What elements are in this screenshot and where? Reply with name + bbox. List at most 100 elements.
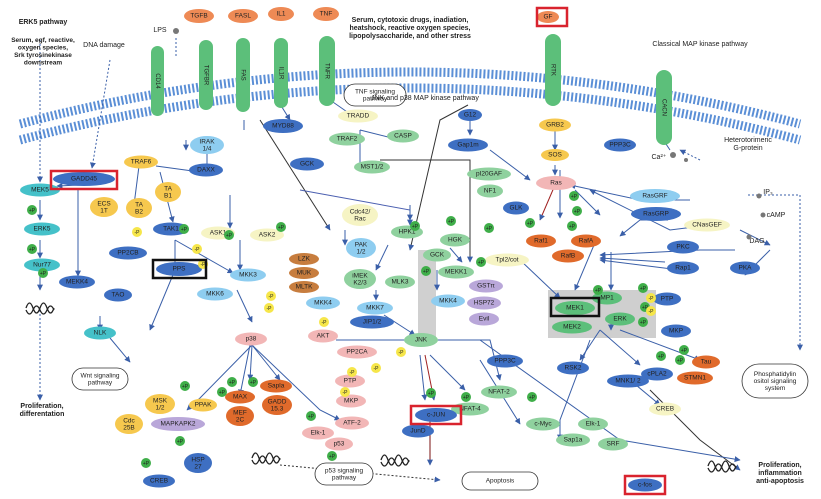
node-mkk4_l-text: MKK4 — [314, 300, 332, 307]
edge — [619, 219, 668, 237]
node-grb2-text: GRB2 — [546, 122, 564, 129]
edge — [574, 244, 595, 291]
node-ppak: PPAK — [189, 398, 217, 412]
node-p38: p38 — [235, 332, 267, 346]
node-tradd: TRADD — [338, 109, 378, 123]
edge — [748, 194, 803, 351]
node-mp1-text: MP1 — [600, 295, 614, 302]
node-mkk7: MKK7 — [357, 301, 393, 315]
svg-text:+P: +P — [423, 269, 430, 275]
svg-text:+P: +P — [640, 286, 647, 292]
node-rap1-text: Rap1 — [675, 265, 691, 272]
node-cdc42: Cdc42/Rac — [342, 204, 378, 226]
node-mst12-text: MST1/2 — [361, 164, 384, 171]
phosphorylation-marker: +P — [679, 345, 689, 355]
node-erk-text: ERK — [613, 316, 627, 323]
node-ptp_r: PTP — [653, 292, 681, 306]
phosphorylation-marker: +P — [224, 230, 234, 240]
node-daxx-text: DAXX — [197, 167, 215, 174]
node-grb2: GRB2 — [539, 118, 571, 132]
receptor-tnfr-text: TNFR — [323, 63, 329, 80]
edge — [149, 240, 176, 331]
label-erk5_stimuli: Serum, egf, reactive,oxygen species,Srk … — [11, 37, 75, 66]
node-mkk3-text: MKK3 — [239, 272, 257, 279]
node-mltk-text: MLTK — [296, 284, 314, 291]
svg-text:+P: +P — [329, 454, 336, 460]
svg-text:-P: -P — [322, 320, 328, 326]
node-stmn1: STMN1 — [677, 371, 713, 385]
node-pps: PPS — [156, 262, 202, 276]
svg-text:+P: +P — [529, 395, 536, 401]
node-nlk: NLK — [84, 326, 116, 340]
gene-icon-jun — [380, 454, 410, 466]
node-srf: SRF — [598, 437, 628, 451]
node-hsp72-text: HSP72 — [474, 300, 495, 307]
node-sos: SOS — [541, 149, 569, 161]
label-dna_damage: DNA damage — [83, 42, 125, 49]
node-gstpi: GSTπ — [469, 279, 503, 293]
node-creb_l-text: CREB — [150, 478, 168, 485]
node-pi20gaf-text: pI20GAF — [476, 171, 502, 178]
node-glk-text: GLK — [509, 205, 523, 212]
node-traf6: TRAF6 — [124, 155, 158, 169]
svg-text:+P: +P — [143, 461, 150, 467]
node-gf: GF — [537, 11, 559, 23]
node-cnasgef: CNasGEF — [684, 218, 730, 232]
edge — [89, 59, 111, 169]
dephosphorylation-marker: -P — [347, 367, 357, 377]
node-raf1: Raf1 — [526, 234, 556, 248]
lps-ligand-icon — [173, 28, 179, 34]
node-muk: MUK — [289, 267, 319, 279]
dephosphorylation-marker: -P — [192, 244, 202, 254]
svg-text:+P: +P — [177, 439, 184, 445]
edge — [375, 244, 389, 271]
node-jnk-text: JNK — [415, 337, 428, 344]
edge — [259, 119, 331, 231]
node-mnk: MNK1/ 2 — [607, 374, 649, 388]
node-gck-text: GCK — [300, 161, 315, 168]
svg-text:+P: +P — [595, 288, 602, 294]
node-cpla2-text: cPLA2 — [647, 371, 667, 378]
receptor-rtk: RTK — [545, 34, 561, 106]
node-tau-text: Tau — [701, 359, 712, 366]
node-gadd45-text: GADD45 — [71, 176, 97, 183]
node-tnf: TNF — [313, 7, 339, 21]
node-max-text: MAX — [233, 394, 248, 401]
ca-label: Ca²⁺ — [652, 154, 667, 161]
svg-text:+P: +P — [29, 247, 36, 253]
highlight-gf — [535, 6, 569, 28]
receptor-fas: FAS — [236, 38, 250, 112]
node-ppp3c_top-text: PPP3C — [609, 142, 631, 149]
edge — [429, 354, 466, 391]
node-mek1-text: MEK1 — [566, 305, 584, 312]
node-ppp3c_mid-text: PPP3C — [494, 358, 516, 365]
node-traf2-text: TRAF2 — [337, 136, 358, 143]
node-jip: JIP1/2 — [350, 315, 394, 329]
svg-text:+P: +P — [428, 391, 435, 397]
svg-text:-P: -P — [269, 294, 275, 300]
node-stmn1-text: STMN1 — [684, 375, 706, 382]
node-gstpi-text: GSTπ — [477, 283, 495, 290]
node-pp2ca-text: PP2CA — [346, 349, 368, 356]
node-nur77-text: Nur77 — [33, 262, 51, 269]
node-rsk2: RSK2 — [557, 361, 589, 375]
phosphorylation-marker: +P — [484, 223, 494, 233]
node-ras: Ras — [536, 176, 576, 190]
node-pp2cb-text: PP2CB — [117, 250, 138, 257]
node-rasgrf-text: RasGRF — [642, 193, 667, 200]
dephosphorylation-marker: -P — [396, 347, 406, 357]
svg-text:+P: +P — [677, 358, 684, 364]
node-akt: AKT — [308, 329, 338, 343]
edge — [380, 159, 473, 263]
